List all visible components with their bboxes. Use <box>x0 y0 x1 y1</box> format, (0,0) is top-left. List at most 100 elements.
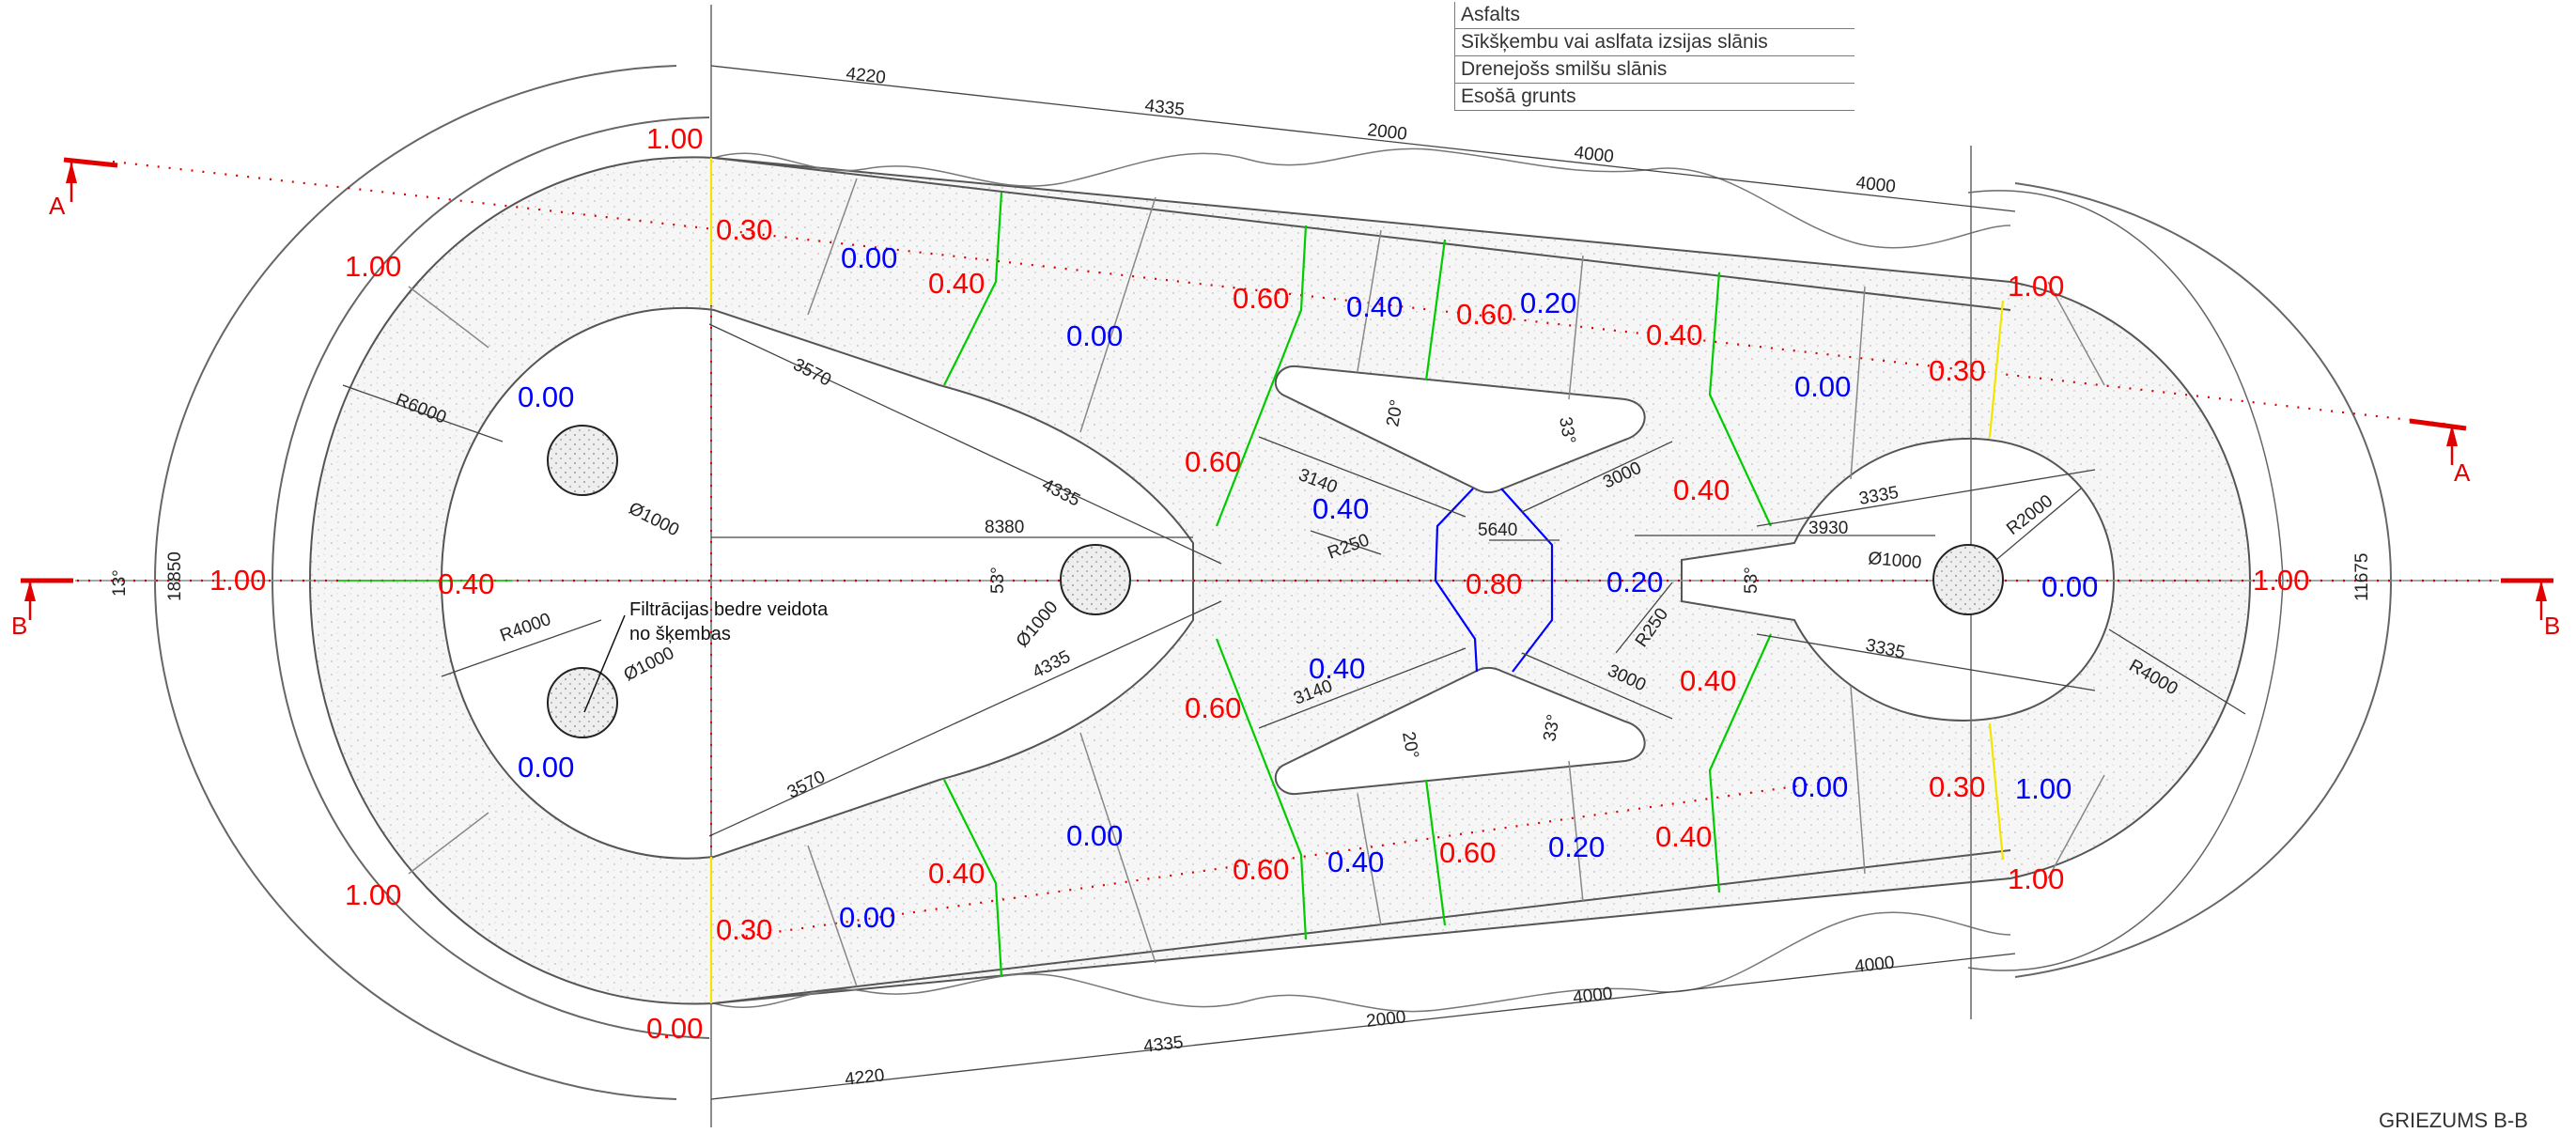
dim-angle: 33° <box>1555 415 1579 445</box>
level-label: 0.60 <box>1233 853 1289 886</box>
dim-bottom-3: 2000 <box>1365 1007 1406 1032</box>
level-label: 0.00 <box>839 901 895 934</box>
dim-top-3: 2000 <box>1366 120 1407 145</box>
legend-row-gravel: Sīkšķembu vai aslfata izsijas slānis <box>1454 29 1854 56</box>
level-label: 0.60 <box>1185 691 1241 724</box>
level-label: 0.20 <box>1548 830 1605 863</box>
section-label-b-right: B <box>2544 612 2560 640</box>
dim-angle: 53° <box>988 566 1008 594</box>
level-labels: 1.00 0.30 0.00 0.40 0.00 0.60 0.40 0.60 … <box>209 122 2309 1045</box>
level-label: 0.40 <box>438 567 494 600</box>
bottom-wavy-boundary <box>713 911 2011 1013</box>
level-label: 1.00 <box>209 564 266 597</box>
level-label: 0.30 <box>716 913 772 946</box>
level-label: 0.00 <box>841 241 897 274</box>
level-label: 0.40 <box>1346 290 1403 323</box>
dim-top-4: 4000 <box>1573 143 1614 167</box>
top-wavy-boundary <box>713 147 2011 249</box>
level-label: 0.40 <box>1327 846 1384 878</box>
dim-angle: 33° <box>1540 713 1564 743</box>
dim-angle: 13° <box>110 569 130 597</box>
dim-bottom-2: 4335 <box>1142 1032 1184 1057</box>
level-label: 0.00 <box>1792 770 1848 803</box>
level-label: 0.00 <box>646 1012 703 1045</box>
level-label: 0.00 <box>1066 319 1123 352</box>
level-label: 0.30 <box>1929 770 1985 803</box>
level-label: 0.40 <box>1673 473 1730 506</box>
triangle-island-top <box>1274 365 1646 494</box>
dim-bottom-5: 4000 <box>1854 953 1895 977</box>
legend-row-asphalt: Asfalts <box>1454 2 1854 29</box>
level-label: 0.40 <box>1680 664 1736 697</box>
level-label: 0.40 <box>1646 318 1702 351</box>
level-label: 0.30 <box>1929 354 1985 387</box>
contour-lines <box>338 158 2005 1003</box>
dim-top-2: 4335 <box>1143 96 1185 120</box>
level-label: 0.40 <box>1309 652 1365 685</box>
dim-overall-right: 11675 <box>2352 553 2372 601</box>
level-label: 1.00 <box>345 878 401 911</box>
level-label: 0.00 <box>518 380 574 413</box>
dim-inner: 8380 <box>985 518 1024 537</box>
filtration-pit-1 <box>547 425 618 496</box>
filtration-pits <box>547 425 2004 738</box>
section-marker-a-left: A <box>49 157 118 220</box>
level-label: 0.60 <box>1456 298 1513 331</box>
legend-row-soil: Esošā grunts <box>1454 84 1854 111</box>
level-label: 1.00 <box>646 122 703 155</box>
legend-table: Asfalts Sīkšķembu vai aslfata izsijas sl… <box>1454 2 1854 111</box>
level-label: 0.60 <box>1233 282 1289 315</box>
filtration-pit-3 <box>1060 544 1131 615</box>
filtration-pit-4 <box>1932 544 2004 615</box>
triangle-island-bottom <box>1274 666 1646 796</box>
section-line-diag-bottom <box>722 778 1842 941</box>
note-line-1: Filtrācijas bedre veidota <box>629 599 829 620</box>
note-leader <box>583 614 626 713</box>
level-label: 1.00 <box>2008 270 2064 303</box>
section-label-b-left: B <box>11 612 27 640</box>
section-line-a <box>112 160 2453 427</box>
dim-bottom-4: 4000 <box>1572 984 1613 1008</box>
bottom-edge <box>713 849 2011 1004</box>
dim-angle: 20° <box>1398 730 1422 760</box>
dim-top-1: 4220 <box>845 64 886 88</box>
dim-bottom-1: 4220 <box>844 1065 885 1090</box>
level-label: 0.40 <box>928 857 985 890</box>
dim-inner: 5640 <box>1478 520 1517 540</box>
dim-top-5: 4000 <box>1854 173 1896 197</box>
section-marker-b-left: B <box>11 578 73 640</box>
level-label: 0.40 <box>928 267 985 300</box>
section-marker-a-right: A <box>2409 418 2471 487</box>
level-label: 1.00 <box>2253 564 2309 597</box>
level-label: 0.20 <box>1606 566 1663 598</box>
section-title: GRIEZUMS B-B <box>2379 1109 2528 1132</box>
legend-row-sand: Drenejošs smilšu slānis <box>1454 56 1854 84</box>
level-label: 0.00 <box>2041 570 2098 603</box>
cross-lines <box>408 178 2105 987</box>
level-label: 0.80 <box>1466 567 1522 600</box>
level-label: 0.60 <box>1185 445 1241 478</box>
level-label: 0.00 <box>1794 370 1851 403</box>
level-label: 0.40 <box>1655 820 1712 853</box>
section-marker-b-right: B <box>2501 578 2560 640</box>
right-island <box>1681 437 2116 722</box>
level-label: 0.00 <box>518 751 574 784</box>
level-label: 1.00 <box>345 250 401 283</box>
dim-inner: 3930 <box>1808 519 1848 538</box>
dim-angle: 53° <box>1742 566 1761 594</box>
level-label: 0.30 <box>716 213 772 246</box>
dimension-lines <box>342 65 2246 1100</box>
level-label: 0.20 <box>1520 287 1576 319</box>
note-line-2: no šķembas <box>629 624 731 644</box>
section-label-a-left: A <box>49 192 66 220</box>
top-edge <box>713 157 2011 311</box>
section-label-a-right: A <box>2454 458 2471 487</box>
level-label: 1.00 <box>2008 862 2064 895</box>
level-label: 1.00 <box>2015 772 2072 805</box>
dim-angle: 20° <box>1383 398 1407 428</box>
level-label: 0.60 <box>1439 836 1496 869</box>
dim-diameter: Ø1000 <box>1868 549 1923 573</box>
filtration-pit-2 <box>547 667 618 738</box>
left-island <box>440 307 1194 860</box>
